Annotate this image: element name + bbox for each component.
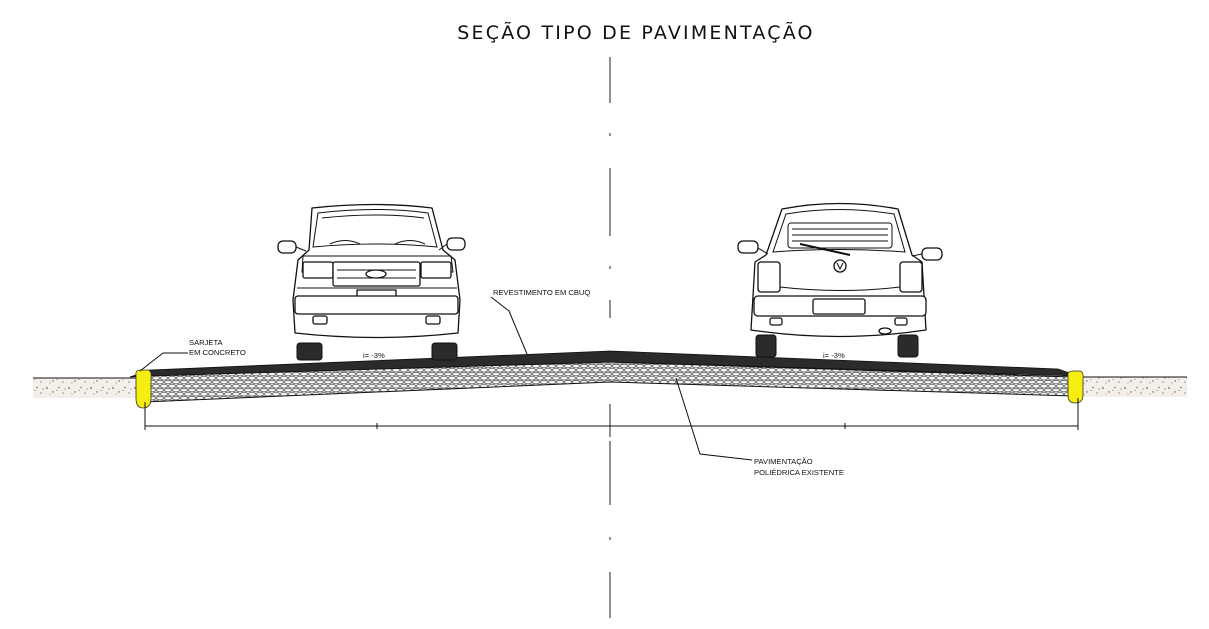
base-label-line1: PAVIMENTAÇÃO bbox=[754, 457, 813, 466]
gutter-label-line1: SARJETA bbox=[189, 338, 224, 347]
surface-label: REVESTIMENTO EM CBUQ bbox=[493, 288, 590, 297]
concrete-gutter-left bbox=[135, 369, 152, 409]
gutter-label-line2: EM CONCRETO bbox=[189, 348, 246, 357]
pickup-truck-front-icon bbox=[277, 203, 466, 361]
drawing-title: SEÇÃO TIPO DE PAVIMENTAÇÃO bbox=[457, 21, 814, 44]
slope-label-right: i= -3% bbox=[823, 351, 845, 360]
base-label-line2: POLIÉDRICA EXISTENTE bbox=[754, 468, 844, 477]
base-leader-line bbox=[675, 377, 753, 461]
gutter-leader-line bbox=[139, 352, 188, 372]
slope-label-left: i= -3% bbox=[363, 351, 385, 360]
surface-leader-line bbox=[490, 296, 528, 355]
hatchback-car-rear-icon bbox=[737, 202, 943, 358]
natural-ground bbox=[33, 376, 1187, 398]
cbuq-surface-layer bbox=[129, 350, 1079, 378]
concrete-gutter-right bbox=[1067, 370, 1084, 404]
dimension-line bbox=[144, 398, 1079, 430]
